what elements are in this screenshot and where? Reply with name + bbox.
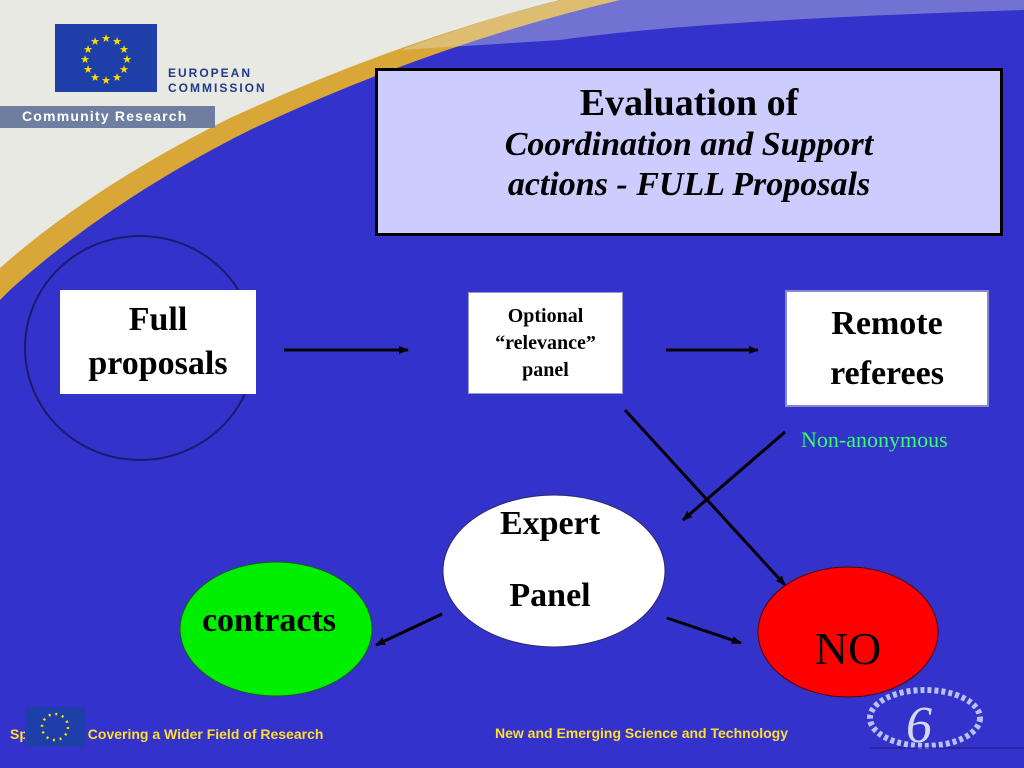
expert-panel-line-1: Expert (499, 505, 601, 542)
no-ellipse (757, 566, 939, 698)
expert-panel-line-2: Panel (509, 577, 591, 614)
arrow-expert-to-contracts (375, 612, 443, 647)
title-line-3: actions - FULL Proposals (507, 166, 871, 203)
full-proposals-line-1: Full (128, 301, 188, 338)
svg-text:★: ★ (83, 43, 93, 56)
svg-text:★: ★ (119, 43, 129, 56)
contracts-ellipse (179, 561, 373, 697)
title-box: Evaluation of Coordination and Support a… (375, 68, 1003, 236)
svg-text:★: ★ (101, 32, 111, 45)
svg-text:★: ★ (80, 53, 90, 66)
contracts-label: contracts (201, 602, 337, 639)
fp6-logo: 6 (867, 687, 983, 754)
full-proposals-box: Full proposals (60, 290, 256, 394)
org-name: EUROPEAN COMMISSION (168, 66, 267, 95)
svg-text:★: ★ (83, 63, 93, 76)
community-research-bar (0, 106, 215, 128)
svg-text:★: ★ (119, 63, 129, 76)
svg-text:6: 6 (906, 697, 932, 754)
svg-text:★: ★ (112, 71, 122, 84)
title-line-2: Coordination and Support (504, 126, 874, 163)
no-label: NO (814, 623, 882, 674)
svg-text:★: ★ (122, 53, 132, 66)
remote-referees-box: Remote referees (785, 290, 989, 407)
optional-relevance-panel-box: Optional “relevance” panel (468, 292, 623, 394)
optional-panel-line-2: “relevance” (495, 331, 596, 354)
remote-referees-line-2: referees (830, 354, 944, 392)
optional-panel-line-1: Optional (507, 304, 584, 327)
arrow-expert-to-no (666, 616, 742, 645)
svg-text:★: ★ (101, 74, 111, 87)
svg-text:★: ★ (90, 35, 100, 48)
eu-flag-logo: ★★★ ★★★ ★★★ ★★★ (55, 24, 157, 92)
remote-referees-line-1: Remote (831, 304, 943, 342)
svg-text:★: ★ (90, 71, 100, 84)
expert-panel-ellipse (442, 494, 666, 648)
footer-left-text: Sp ctivities Covering a Wider Field of R… (10, 726, 324, 742)
title-line-1: Evaluation of (579, 82, 799, 124)
footer-eu-flag (25, 707, 85, 747)
arrow-remote-to-expert (682, 430, 786, 522)
arrow-optional-to-no (623, 408, 787, 587)
community-research-label: Community Research (22, 108, 188, 124)
optional-panel-line-3: panel (522, 358, 569, 381)
svg-text:★: ★ (112, 35, 122, 48)
footer-middle-text: New and Emerging Science and Technology (495, 725, 789, 741)
full-proposals-line-2: proposals (88, 345, 228, 382)
non-anonymous-label: Non-anonymous (801, 427, 948, 452)
